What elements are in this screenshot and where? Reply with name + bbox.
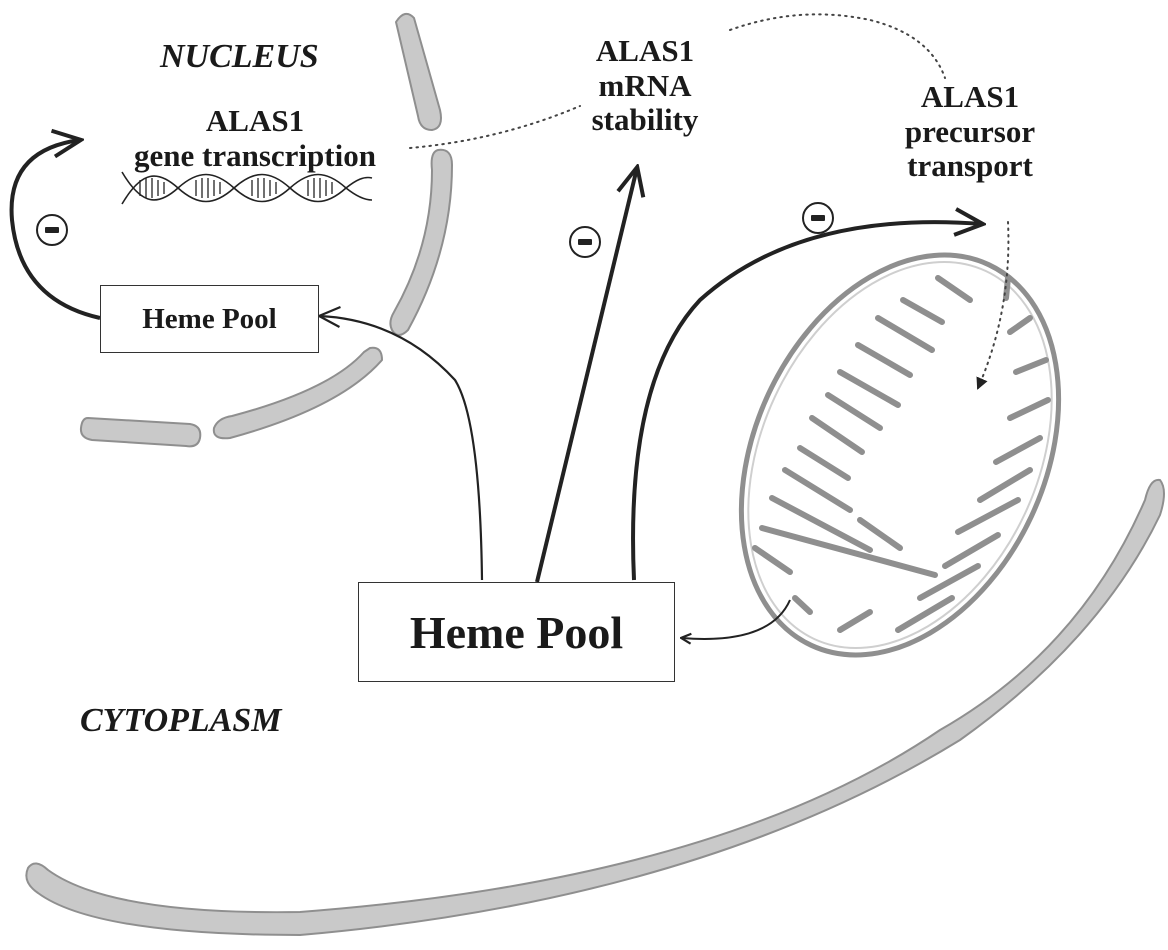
inhibition-sign-precursor-transport [802, 202, 834, 234]
mitochondrion [680, 203, 1120, 706]
minus-bar [811, 215, 825, 221]
inhibition-sign-mrna-stability [569, 226, 601, 258]
mrna-stability-label: ALAS1 mRNA stability [570, 34, 720, 138]
mrna-stability-line-3: stability [570, 103, 720, 138]
gene-transcription-label: ALAS1 gene transcription [110, 104, 400, 173]
nuclear-envelope [81, 14, 452, 447]
cytoplasmic-heme-pool-label: Heme Pool [410, 606, 623, 659]
gene-transcription-line-1: ALAS1 [110, 104, 400, 139]
dna-helix-icon [122, 172, 372, 204]
minus-bar [45, 227, 59, 233]
precursor-transport-line-2: precursor [890, 115, 1050, 150]
nuclear-envelope-segment [214, 348, 382, 439]
mrna-stability-line-1: ALAS1 [570, 34, 720, 69]
mrna-stability-line-2: mRNA [570, 69, 720, 104]
nuclear-envelope-segment [396, 14, 441, 130]
precursor-transport-label: ALAS1 precursor transport [890, 80, 1050, 184]
inhibition-sign-transcription [36, 214, 68, 246]
cytoplasm-label: CYTOPLASM [80, 702, 282, 740]
nuclear-envelope-segment [390, 150, 452, 335]
precursor-transport-line-3: transport [890, 149, 1050, 184]
precursor-transport-line-1: ALAS1 [890, 80, 1050, 115]
nuclear-envelope-segment [81, 418, 200, 446]
nucleus-label: NUCLEUS [160, 38, 319, 76]
dotted-path-mrna-to-transport [730, 14, 945, 78]
nuclear-heme-pool-box: Heme Pool [100, 285, 319, 353]
cytoplasmic-heme-pool-box: Heme Pool [358, 582, 675, 682]
gene-transcription-line-2: gene transcription [110, 139, 400, 174]
minus-bar [578, 239, 592, 245]
nuclear-heme-pool-label: Heme Pool [142, 303, 276, 336]
arrow-cytoplasmic-to-nuclear-heme-pool [320, 316, 482, 580]
